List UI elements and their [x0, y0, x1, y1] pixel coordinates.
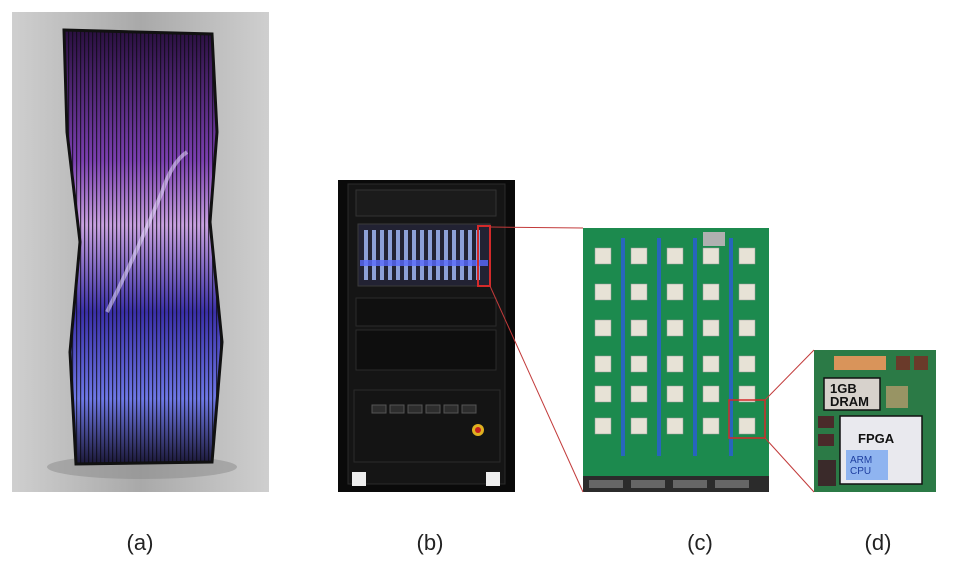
dram-label-line1: 1GB — [830, 381, 857, 396]
board-photo — [583, 228, 769, 492]
board-illustration — [583, 228, 769, 492]
caption-c: (c) — [687, 530, 713, 555]
cpu-label-line1: ARM — [850, 455, 873, 466]
rack-illustration — [347, 183, 506, 486]
cpu-label-line2: CPU — [850, 466, 872, 477]
rack-blade-array — [364, 230, 480, 280]
caption-d: (d) — [864, 530, 892, 555]
caption-a: (a) — [126, 530, 154, 555]
dram-label-line2: DRAM — [830, 394, 869, 409]
fpga-module-grid — [594, 247, 756, 435]
caption-b: (b) — [416, 530, 444, 555]
module-closeup-illustration — [814, 350, 936, 492]
rack-photo — [338, 180, 515, 492]
sculpture-illustration — [47, 28, 237, 479]
sculpture-photo — [12, 12, 269, 492]
fpga-label: FPGA — [858, 431, 895, 446]
module-closeup-photo: 1GB DRAM FPGA ARM CPU — [814, 350, 936, 492]
